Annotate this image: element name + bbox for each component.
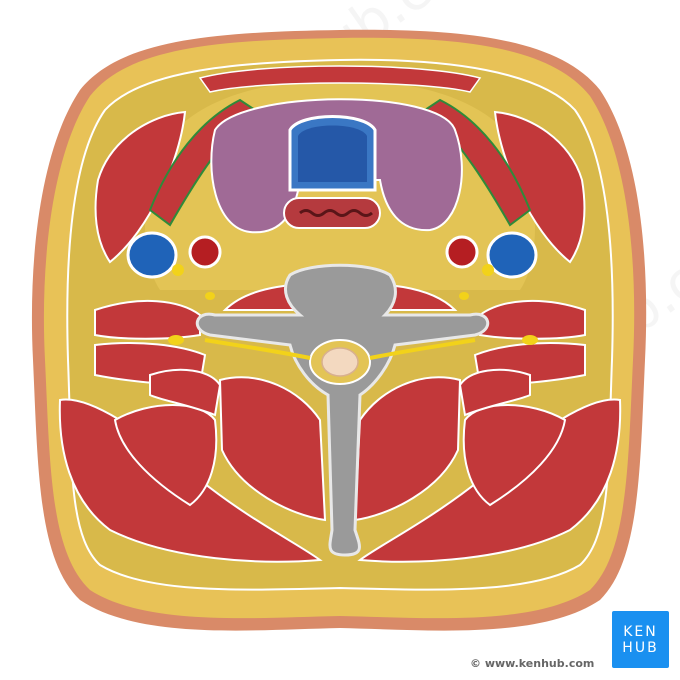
nerve-right — [522, 335, 538, 345]
esophagus-lumen — [299, 209, 373, 217]
common-carotid-artery-right — [445, 235, 479, 269]
levator-scapulae-left — [149, 368, 222, 417]
scalene-left — [94, 300, 201, 340]
nerve-left — [168, 335, 184, 345]
copyright-text: © www.kenhub.com — [470, 657, 595, 670]
spinal-nerve-right — [369, 338, 476, 360]
internal-jugular-vein-left — [126, 231, 178, 279]
common-carotid-artery-left — [188, 235, 222, 269]
esophagus — [283, 197, 381, 229]
scalene-right — [479, 300, 586, 340]
platysma — [198, 65, 482, 93]
spinal-nerve-left — [204, 338, 311, 360]
semispinalis-left — [218, 376, 327, 522]
logo-line2: HUB — [622, 639, 659, 656]
nerve-left-2 — [205, 292, 215, 300]
nerve-right-2 — [459, 292, 469, 300]
spinal-cord — [321, 347, 359, 377]
logo-line1: KEN — [623, 623, 658, 640]
splenius-right — [462, 404, 567, 507]
vagus-nerve-left — [172, 264, 184, 276]
internal-jugular-vein-right — [486, 231, 538, 279]
kenhub-logo[interactable]: KEN HUB — [612, 611, 669, 668]
levator-scapulae-right — [458, 368, 531, 417]
splenius-left — [113, 404, 218, 507]
trachea-lumen — [298, 125, 367, 182]
cervical-vertebra — [196, 263, 489, 557]
vagus-nerve-right — [482, 264, 494, 276]
